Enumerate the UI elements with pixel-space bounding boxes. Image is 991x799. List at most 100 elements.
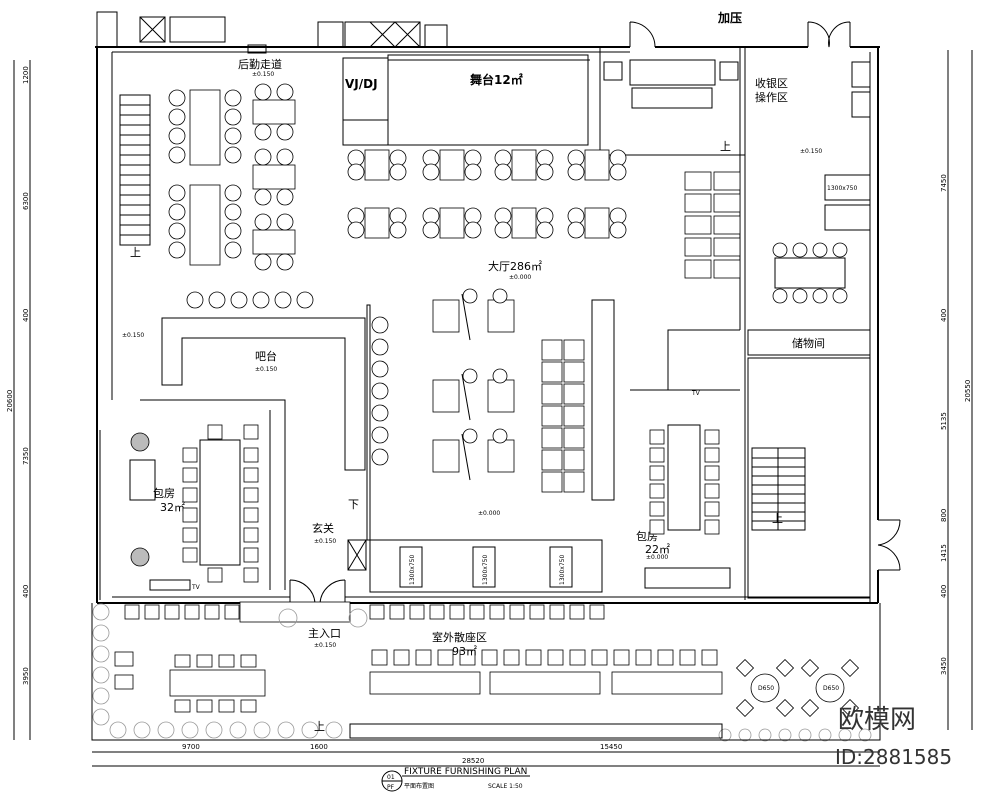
chair [182,487,198,503]
chair [224,146,242,164]
chair [168,222,186,240]
outdoor-chair [509,604,525,620]
service-box [169,16,226,43]
chair [243,424,259,440]
tree [92,645,110,663]
chair [243,527,259,543]
booth-seat [541,471,563,493]
outdoor-chair [393,649,410,666]
chair [371,338,389,356]
chair [649,519,665,535]
tv-label-2: TV [691,390,701,397]
back-corridor-label: 后勤走道 [238,57,282,71]
chair [371,382,389,400]
long-table [199,439,241,566]
chair [649,483,665,499]
round-table [750,673,780,703]
watermark-brand: 欧模网 [838,705,916,735]
corridor-partition [630,329,740,391]
tree [92,603,110,621]
bottom-dim: 1600 [310,743,328,751]
planter [349,723,723,739]
decor-circle [130,432,150,452]
outdoor-chair [409,604,425,620]
chair [243,567,259,583]
outdoor-chair [613,649,630,666]
tree [181,721,199,739]
tree [838,728,852,742]
outdoor-chair [591,649,608,666]
booth-frame [369,539,603,593]
tree [738,728,752,742]
title-block: 01 PF FIXTURE FURNISHING PLAN 平面布置图 SCAL… [381,767,530,792]
outdoor-chair [503,649,520,666]
sideboard [644,567,731,589]
chair [832,242,848,258]
outdoor-chair [184,604,200,620]
level-mark: ±0.150 [314,642,336,649]
chair [168,203,186,221]
booth-seat [541,383,563,405]
foyer-box-cross [347,539,367,571]
chair [704,447,720,463]
chair [536,221,554,239]
chair [800,658,820,678]
outdoor-chair [144,604,160,620]
chair [276,148,294,166]
stage: 舞台12㎡ VJ/DJ [342,54,590,146]
chair [168,127,186,145]
chair [274,291,292,309]
right-dim-line [947,50,973,730]
chair [224,184,242,202]
outdoor-table [169,669,266,697]
table [432,439,460,473]
furniture [92,83,872,742]
chair [735,658,755,678]
chair [243,547,259,563]
tree [778,728,792,742]
chair [182,447,198,463]
chair [567,221,585,239]
chair [276,213,294,231]
chair [492,368,508,384]
booth-area: 1300x750 1300x750 1300x750 [347,299,615,593]
table [252,99,296,125]
right-dining: 1300x750 [774,61,871,289]
chair [243,487,259,503]
booth-seat [563,361,585,383]
chair [704,519,720,535]
dimension-lines: 1200 6300 400 7350 400 3950 20600 7450 4… [6,50,973,767]
tree [109,721,127,739]
table [511,207,537,239]
seat [713,215,741,235]
booth-seat [563,339,585,361]
chair [371,426,389,444]
chair [186,291,204,309]
seat [713,193,741,213]
booth-seat [541,427,563,449]
chair [224,89,242,107]
chair [276,83,294,101]
right-dim: 400 [940,309,948,322]
table [439,207,465,239]
left-total-dim: 20600 [6,390,14,412]
divider [461,293,471,341]
outdoor-chair [204,604,220,620]
booth-seat [563,449,585,471]
right-dim: 800 [940,509,948,522]
outdoor-chair [124,604,140,620]
booth-seat [541,405,563,427]
chair [704,429,720,445]
tree [348,608,368,628]
sofa [129,459,156,501]
drawing-title-cn: 平面布置图 [404,782,434,790]
chair [567,163,585,181]
divider [461,373,471,421]
outdoor-chair [635,649,652,666]
bottom-dim: 15450 [600,743,622,751]
chair [182,507,198,523]
left-dim: 3950 [22,667,30,685]
outdoor-bench [489,671,601,695]
outdoor-chair [679,649,696,666]
outdoor-chair [481,649,498,666]
